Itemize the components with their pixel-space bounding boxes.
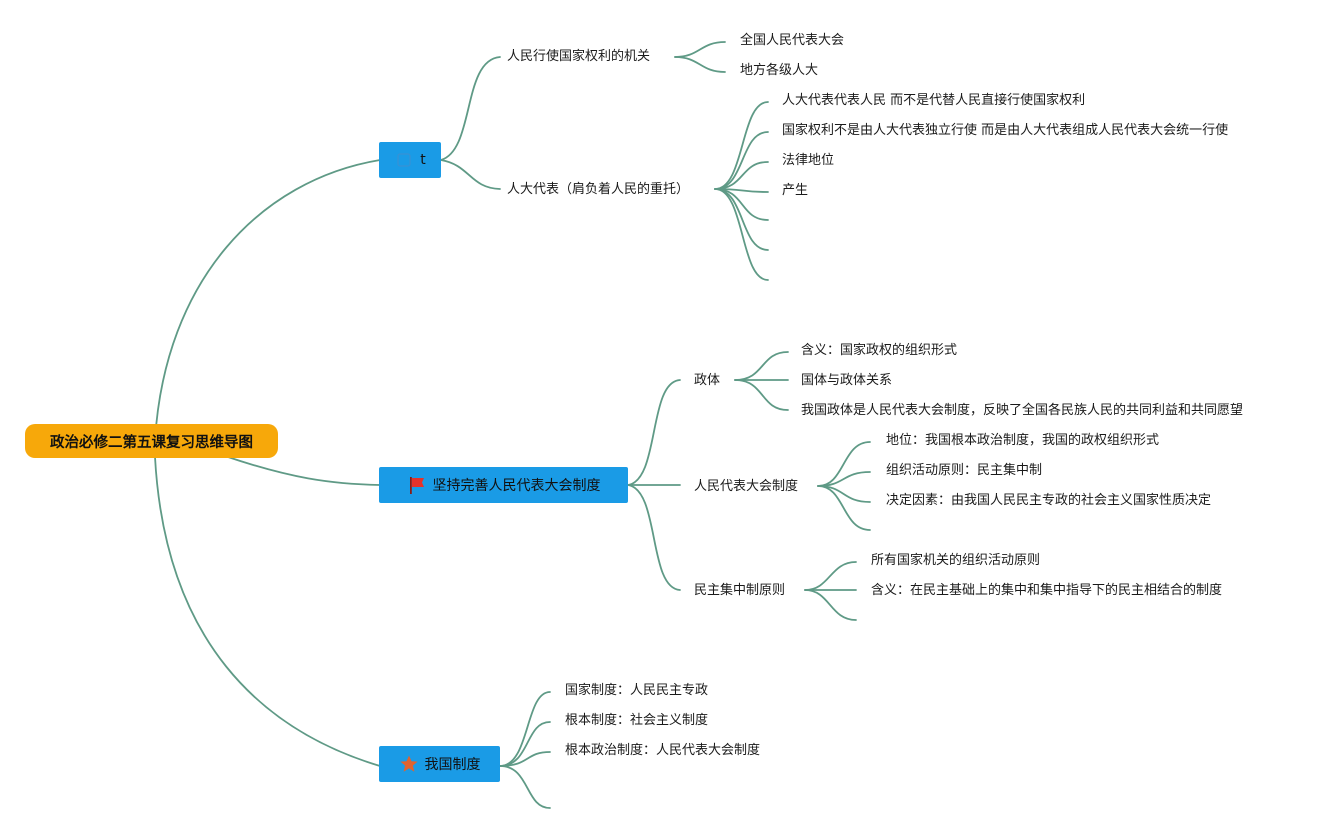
connector-zhengti-item: [734, 379, 789, 411]
subtopic-npc-system[interactable]: 人民代表大会制度: [694, 479, 799, 494]
leaf-npc-item-3[interactable]: 决定因素：由我国人民民主专政的社会主义国家性质决定: [886, 493, 1212, 508]
connector-b1-deputy: [440, 159, 501, 190]
connector-b3-item: [499, 751, 551, 767]
leaf-zhengti-item-3[interactable]: 我国政体是人民代表大会制度，反映了全国各民族人民的共同利益和共同愿望: [801, 403, 1244, 418]
subtopic-deputy[interactable]: 人大代表（肩负着人民的重托）: [507, 182, 690, 197]
connector-b1-organ: [440, 56, 501, 161]
branch-node-b1[interactable]: t: [379, 142, 441, 178]
leaf-deputy-item-4[interactable]: 产生: [782, 183, 809, 198]
leaf-zhengti-item-1[interactable]: 含义：国家政权的组织形式: [801, 343, 958, 358]
leaf-centralism-item-1[interactable]: 所有国家机关的组织活动原则: [871, 553, 1041, 568]
connector-central-b2: [224, 455, 381, 486]
leaf-npc-item-1[interactable]: 地位：我国根本政治制度，我国的政权组织形式: [886, 433, 1160, 448]
connector-b2-zhengti: [627, 379, 681, 486]
leaf-b3-item-1[interactable]: 国家制度：人民民主专政: [565, 683, 709, 698]
connector-centralism-item: [804, 589, 857, 621]
central-topic[interactable]: 政治必修二第五课复习思维导图: [25, 424, 278, 458]
branch-label-b1: t: [420, 152, 426, 168]
branch-label-b2: 坚持完善人民代表大会制度: [432, 478, 601, 494]
connector-centralism-item: [804, 561, 857, 591]
connector-deputy-item: [714, 131, 769, 190]
leaf-b3-item-2[interactable]: 根本制度：社会主义制度: [565, 713, 709, 728]
connector-central-b1: [154, 159, 381, 441]
connector-deputy-item: [714, 188, 769, 281]
subtopic-organ[interactable]: 人民行使国家权利的机关: [507, 49, 651, 64]
orange-star-icon: [399, 754, 419, 774]
connector-central-b3: [154, 456, 381, 767]
leaf-organ-item-2[interactable]: 地方各级人大: [740, 63, 819, 78]
subtopic-zhengti[interactable]: 政体: [694, 373, 721, 388]
leaf-zhengti-item-2[interactable]: 国体与政体关系: [801, 373, 893, 388]
connector-zhengti-item: [734, 351, 789, 381]
branch-node-b3[interactable]: 我国制度: [379, 746, 500, 782]
connector-b2-centralism: [627, 484, 681, 591]
branch-label-b3: 我国制度: [424, 757, 481, 773]
blue-square-icon: [394, 150, 414, 170]
connector-organ-item: [674, 56, 726, 73]
leaf-npc-item-2[interactable]: 组织活动原则：民主集中制: [886, 463, 1043, 478]
leaf-deputy-item-2[interactable]: 国家权利不是由人大代表独立行使 而是由人大代表组成人民代表大会统一行使: [782, 123, 1229, 138]
leaf-deputy-item-1[interactable]: 人大代表代表人民 而不是代替人民直接行使国家权利: [782, 93, 1086, 108]
red-flag-icon: [407, 475, 427, 495]
connector-b3-item: [499, 765, 551, 809]
connector-organ-item: [674, 41, 726, 58]
connector-deputy-item: [714, 101, 769, 190]
leaf-b3-item-3[interactable]: 根本政治制度：人民代表大会制度: [565, 743, 761, 758]
branch-node-b2[interactable]: 坚持完善人民代表大会制度: [379, 467, 628, 503]
leaf-centralism-item-2[interactable]: 含义：在民主基础上的集中和集中指导下的民主相结合的制度: [871, 583, 1223, 598]
connector-npc-item: [817, 485, 871, 531]
leaf-deputy-item-3[interactable]: 法律地位: [782, 153, 835, 168]
connector-b3-item: [499, 691, 551, 767]
subtopic-centralism[interactable]: 民主集中制原则: [694, 583, 786, 598]
connector-deputy-item: [714, 161, 769, 190]
leaf-organ-item-1[interactable]: 全国人民代表大会: [740, 33, 845, 48]
central-topic-label: 政治必修二第五课复习思维导图: [50, 434, 253, 451]
